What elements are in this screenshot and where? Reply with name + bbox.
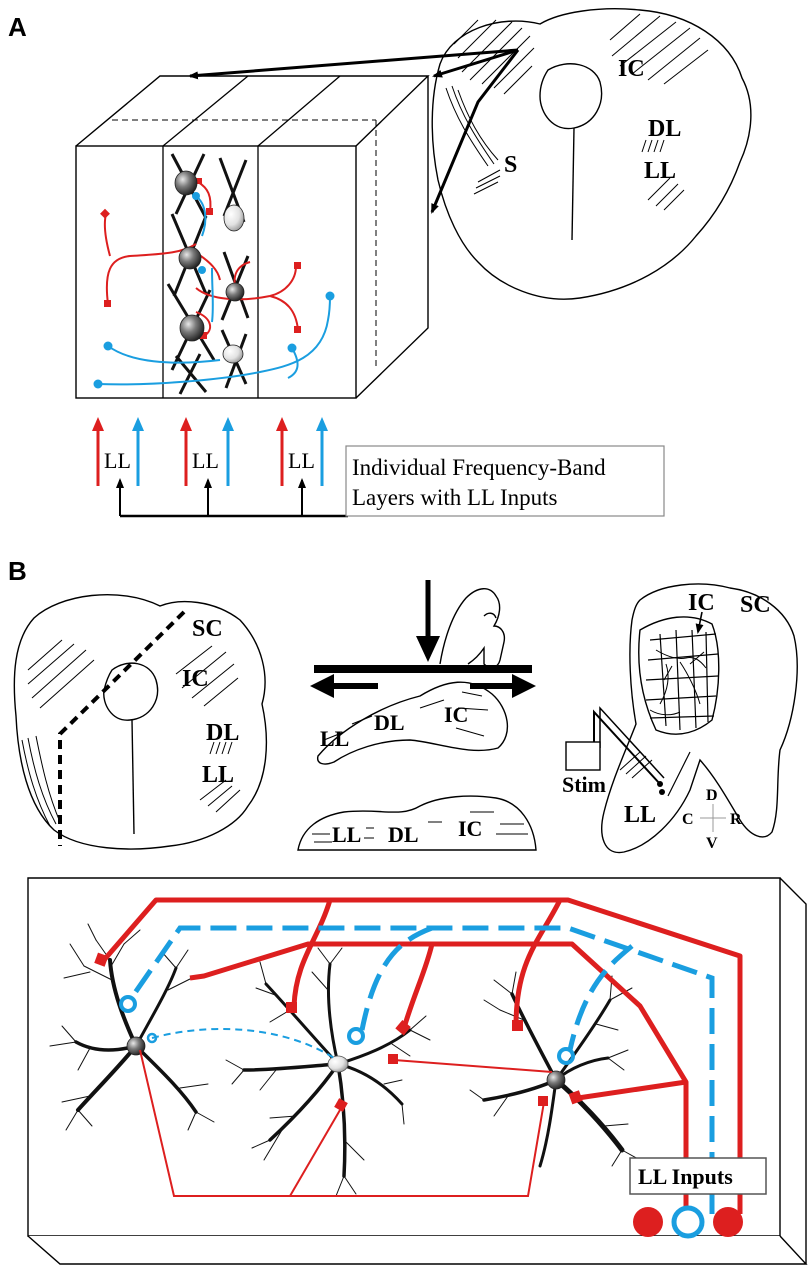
panel-b-brainstem: SC IC DL LL (13, 594, 268, 850)
input-group-1: LL (92, 417, 144, 486)
panel-a-brainstem: IC DL LL S (188, 8, 752, 300)
orient-r: R (730, 811, 742, 828)
projection-arrow-top (188, 48, 519, 80)
panel-b: B SC IC DL LL (8, 556, 808, 1265)
layer-block (75, 75, 430, 399)
label-s: S (504, 152, 517, 178)
label-b-ll: LL (202, 762, 234, 788)
input-label-3: LL (288, 448, 315, 473)
label-b-dl: DL (206, 720, 239, 746)
label-ic: IC (618, 56, 645, 82)
slice-top-ic: IC (444, 702, 468, 727)
right-label-stim: Stim (562, 772, 606, 797)
right-label-ll: LL (624, 802, 656, 828)
input-group-3: LL (276, 417, 328, 486)
blue-input-source (671, 1205, 705, 1239)
slice-bottom-ll: LL (332, 822, 361, 847)
slice-bottom-ic: IC (458, 816, 482, 841)
soma-middle (327, 1055, 349, 1073)
blue-ll-inputs (127, 925, 715, 1214)
input-group-2: LL (180, 417, 234, 486)
label-dl: DL (648, 116, 681, 142)
red-intrinsic (139, 1049, 553, 1197)
blue-fibers-a (97, 195, 331, 386)
panel-b-label: B (8, 556, 27, 586)
ll-inputs-box (629, 1157, 767, 1195)
slice-top-dl: DL (374, 710, 405, 735)
red-terminals-b (94, 952, 583, 1112)
connectivity-box: LL Inputs (27, 877, 808, 1265)
caption-box: Individual Frequency-Band Layers with LL… (345, 445, 665, 517)
orient-d: D (706, 787, 718, 804)
slice-bottom-dl: DL (388, 822, 419, 847)
slice-top-ll: LL (320, 726, 349, 751)
blue-terminals-a (93, 192, 335, 389)
label-b-ic: IC (182, 666, 209, 692)
ll-inputs-label: LL Inputs (638, 1164, 733, 1189)
caption-line-1: Individual Frequency-Band (352, 455, 606, 480)
orient-c: C (682, 811, 694, 828)
soma-right (546, 1070, 566, 1090)
ll-stripes (445, 85, 685, 211)
orient-v: V (706, 835, 718, 852)
red-input-source-2 (713, 1207, 743, 1237)
recording-slice: IC SC Stim LL D V C R (562, 583, 798, 854)
projection-arrow-mid (432, 48, 519, 78)
label-ll: LL (644, 158, 676, 184)
panel-a-label: A (8, 12, 27, 42)
red-fibers-a (103, 181, 299, 337)
recording-grid (645, 629, 719, 731)
panel-a: A IC DL (8, 8, 752, 518)
flattening-schematic: LL DL IC LL DL IC (297, 580, 537, 851)
ll-input-arrows: LL LL LL (92, 417, 348, 518)
red-ll-inputs (102, 897, 743, 1214)
projection-arrow-bottom (430, 49, 520, 214)
soma-left (126, 1036, 146, 1056)
right-label-ic: IC (688, 590, 715, 616)
caption-line-2: Layers with LL Inputs (352, 485, 558, 510)
red-terminals-a (100, 178, 301, 339)
cut-line (58, 610, 186, 846)
red-input-source-1 (633, 1207, 663, 1237)
somata-a (174, 170, 245, 364)
recorded-neuron (649, 649, 707, 716)
orientation-cross: D V C R (682, 787, 742, 852)
input-label-1: LL (104, 448, 131, 473)
right-label-sc: SC (740, 592, 771, 618)
blue-terminals-b (119, 995, 575, 1065)
label-b-sc: SC (192, 616, 223, 642)
blue-intrinsic (151, 1027, 335, 1059)
stimulator-box (565, 741, 601, 771)
input-label-2: LL (192, 448, 219, 473)
